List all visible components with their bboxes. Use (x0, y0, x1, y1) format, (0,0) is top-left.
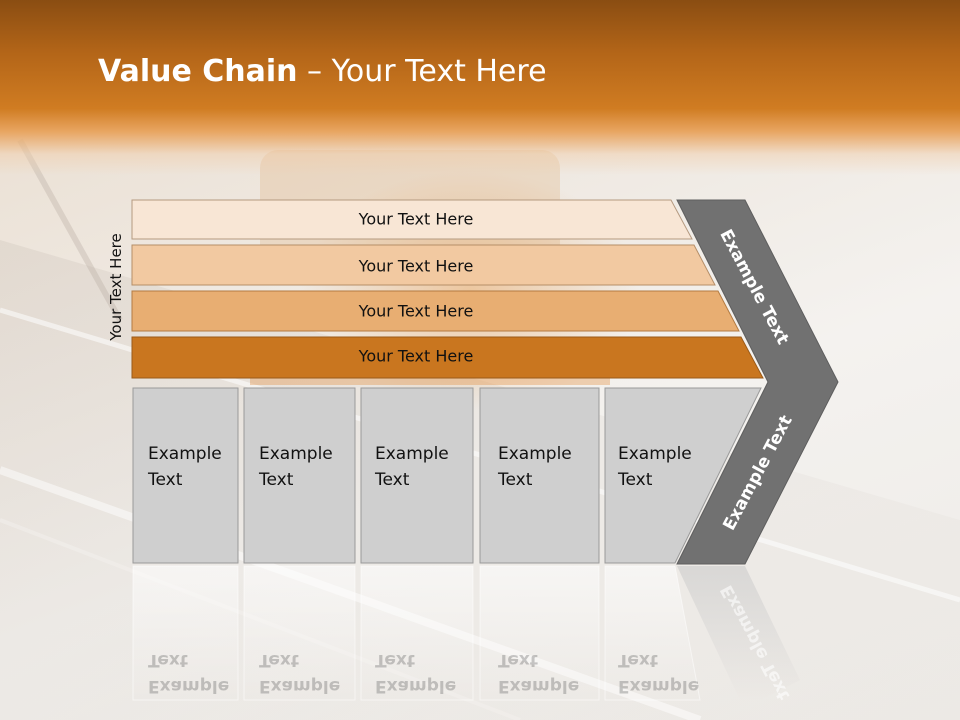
reflection-text: Text (375, 650, 415, 670)
cell-reflection (360, 565, 474, 701)
bar-3-label: Your Text Here (358, 302, 474, 321)
bar-4-label: Your Text Here (358, 347, 474, 366)
cell-4-line2: Text (497, 470, 533, 490)
chevron-arrow (676, 199, 839, 565)
cell-3-line2: Text (374, 470, 410, 490)
cell-5-line1: Example (618, 444, 692, 464)
reflection-group: Example Text Example Text Example Text E… (132, 565, 800, 703)
cell-1-line2: Text (147, 470, 183, 490)
bar-4 (131, 336, 764, 379)
cell-reflection (132, 565, 239, 701)
bar-2 (131, 244, 716, 286)
title-rest: – Your Text Here (297, 54, 547, 89)
cell-reflection (479, 565, 600, 701)
cell-4-line1: Example (498, 444, 572, 464)
reflection-text: Text (498, 650, 538, 670)
cell-reflection (243, 565, 356, 701)
reflection-text: Example (498, 676, 579, 696)
reflection-text: Example (259, 676, 340, 696)
bar-1 (131, 199, 693, 240)
cell-2-line1: Example (259, 444, 333, 464)
cell-4 (479, 387, 600, 564)
cell-2-line2: Text (258, 470, 294, 490)
arrow-reflection (677, 566, 800, 700)
bar-3 (131, 290, 740, 332)
cell-3 (360, 387, 474, 564)
cell-1-line1: Example (148, 444, 222, 464)
reflection-text: Example (148, 676, 229, 696)
cell-2 (243, 387, 356, 564)
cell-reflection (604, 565, 701, 701)
reflection-text: Text (148, 650, 188, 670)
reflection-text: Example (375, 676, 456, 696)
reflection-text: Text (259, 650, 299, 670)
header-band (0, 0, 960, 175)
cell-5-line2: Text (617, 470, 653, 490)
bar-2-label: Your Text Here (358, 257, 474, 276)
reflection-text: Text (618, 650, 658, 670)
reflection-text: Example (618, 676, 699, 696)
cell-3-line1: Example (375, 444, 449, 464)
bar-1-label: Your Text Here (358, 210, 474, 229)
slide-title: Value Chain – Your Text Here (98, 54, 547, 89)
cell-1 (132, 387, 239, 564)
cell-5 (604, 387, 762, 564)
title-bold: Value Chain (98, 54, 298, 89)
